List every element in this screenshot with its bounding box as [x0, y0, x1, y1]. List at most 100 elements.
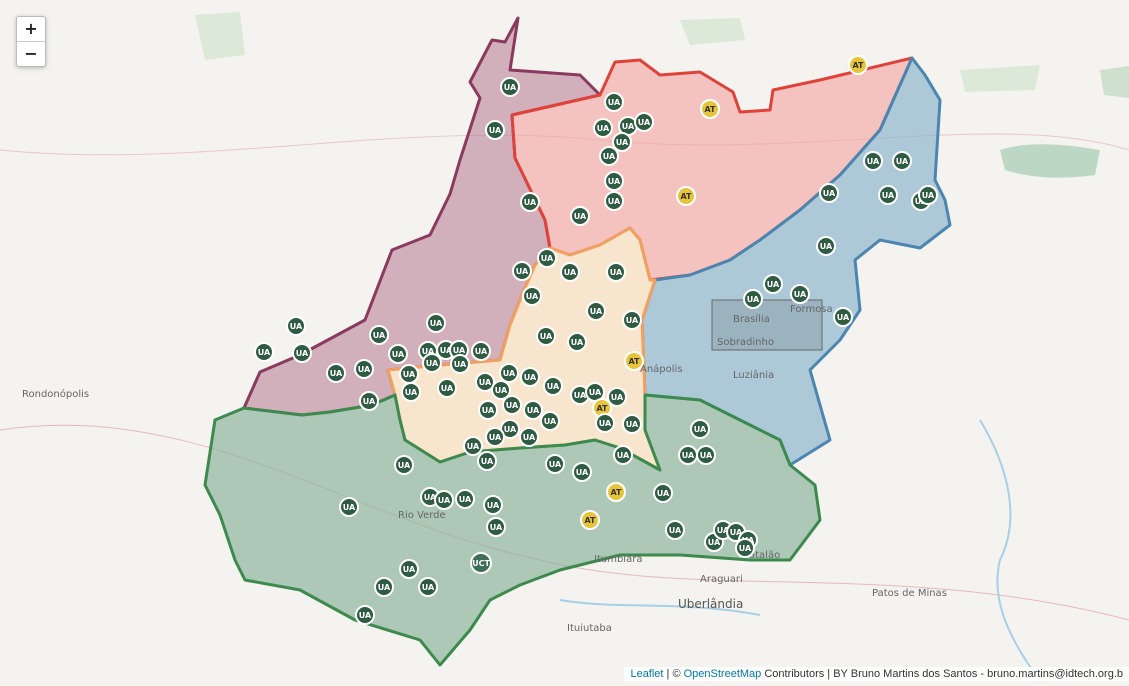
ua-marker[interactable]: UA — [735, 538, 755, 558]
zoom-in-button[interactable]: + — [24, 19, 38, 38]
ua-marker[interactable]: UA — [593, 118, 613, 138]
ua-marker[interactable]: UA — [665, 520, 685, 540]
ua-marker[interactable]: UA — [486, 517, 506, 537]
ua-marker[interactable]: UA — [863, 151, 883, 171]
ua-marker[interactable]: UA — [254, 342, 274, 362]
ua-marker[interactable]: UA — [450, 354, 470, 374]
ua-marker[interactable]: UA — [483, 495, 503, 515]
ua-marker[interactable]: UA — [560, 262, 580, 282]
ua-marker[interactable]: UA — [426, 313, 446, 333]
ua-marker[interactable]: UA — [520, 367, 540, 387]
ua-marker[interactable]: UA — [463, 436, 483, 456]
ua-marker[interactable]: UA — [292, 343, 312, 363]
ua-marker[interactable]: UA — [374, 577, 394, 597]
ua-marker[interactable]: UA — [500, 77, 520, 97]
ua-marker[interactable]: UA — [537, 248, 557, 268]
marker-label: UA — [540, 332, 553, 341]
ua-marker[interactable]: UA — [394, 455, 414, 475]
ua-marker[interactable]: UA — [604, 171, 624, 191]
ua-marker[interactable]: UA — [622, 414, 642, 434]
ua-marker[interactable]: UA — [485, 120, 505, 140]
ua-marker[interactable]: UA — [543, 376, 563, 396]
osm-link[interactable]: OpenStreetMap — [683, 668, 762, 680]
ua-marker[interactable]: UA — [536, 326, 556, 346]
leaflet-link[interactable]: Leaflet — [630, 668, 664, 680]
ua-marker[interactable]: UA — [653, 483, 673, 503]
at-marker[interactable]: AT — [580, 510, 600, 530]
ua-marker[interactable]: UA — [572, 462, 592, 482]
marker-label: UA — [611, 393, 624, 402]
ua-marker[interactable]: UA — [678, 445, 698, 465]
uct-marker[interactable]: UCT — [470, 552, 492, 574]
ua-marker[interactable]: UA — [477, 451, 497, 471]
ua-marker[interactable]: UA — [816, 236, 836, 256]
ua-marker[interactable]: UA — [612, 132, 632, 152]
ua-marker[interactable]: UA — [434, 490, 454, 510]
ua-marker[interactable]: UA — [595, 413, 615, 433]
ua-marker[interactable]: UA — [763, 274, 783, 294]
ua-marker[interactable]: UA — [491, 380, 511, 400]
zoom-out-button[interactable]: − — [17, 41, 45, 66]
ua-marker[interactable]: UA — [326, 363, 346, 383]
ua-marker[interactable]: UA — [512, 261, 532, 281]
marker-label: UA — [504, 83, 517, 92]
ua-marker[interactable]: UA — [485, 427, 505, 447]
ua-marker[interactable]: UA — [918, 185, 938, 205]
at-marker[interactable]: AT — [676, 186, 696, 206]
ua-marker[interactable]: UA — [585, 382, 605, 402]
ua-marker[interactable]: UA — [499, 363, 519, 383]
ua-marker[interactable]: UA — [455, 489, 475, 509]
region-south[interactable] — [203, 393, 822, 667]
ua-marker[interactable]: UA — [401, 382, 421, 402]
ua-marker[interactable]: UA — [819, 183, 839, 203]
ua-marker[interactable]: UA — [613, 445, 633, 465]
ua-marker[interactable]: UA — [339, 497, 359, 517]
ua-marker[interactable]: UA — [422, 353, 442, 373]
ua-marker[interactable]: UA — [833, 307, 853, 327]
ua-marker[interactable]: UA — [519, 427, 539, 447]
ua-marker[interactable]: UA — [604, 191, 624, 211]
ua-marker[interactable]: UA — [540, 411, 560, 431]
ua-marker[interactable]: UA — [607, 387, 627, 407]
ua-marker[interactable]: UA — [418, 577, 438, 597]
at-marker[interactable]: AT — [848, 55, 868, 75]
ua-marker[interactable]: UA — [399, 559, 419, 579]
ua-marker[interactable]: UA — [696, 445, 716, 465]
ua-marker[interactable]: UA — [743, 289, 763, 309]
ua-marker[interactable]: UA — [478, 400, 498, 420]
ua-marker[interactable]: UA — [475, 372, 495, 392]
ua-marker[interactable]: UA — [892, 151, 912, 171]
at-marker[interactable]: AT — [606, 482, 626, 502]
ua-marker[interactable]: UA — [388, 344, 408, 364]
ua-marker[interactable]: UA — [523, 400, 543, 420]
ua-marker[interactable]: UA — [567, 332, 587, 352]
marker-circle — [690, 419, 710, 439]
ua-marker[interactable]: UA — [369, 325, 389, 345]
ua-marker[interactable]: UA — [522, 286, 542, 306]
ua-marker[interactable]: UA — [690, 419, 710, 439]
ua-marker[interactable]: UA — [399, 364, 419, 384]
ua-marker[interactable]: UA — [606, 262, 626, 282]
ua-marker[interactable]: UA — [502, 395, 522, 415]
ua-marker[interactable]: UA — [599, 146, 619, 166]
ua-marker[interactable]: UA — [622, 310, 642, 330]
ua-marker[interactable]: UA — [355, 605, 375, 625]
ua-marker[interactable]: UA — [359, 391, 379, 411]
marker-label: UA — [730, 528, 743, 537]
ua-marker[interactable]: UA — [471, 341, 491, 361]
ua-marker[interactable]: UA — [586, 301, 606, 321]
ua-marker[interactable]: UA — [570, 206, 590, 226]
ua-marker[interactable]: UA — [545, 454, 565, 474]
ua-marker[interactable]: UA — [604, 92, 624, 112]
ua-marker[interactable]: UA — [520, 192, 540, 212]
at-marker[interactable]: AT — [624, 351, 644, 371]
ua-marker[interactable]: UA — [634, 112, 654, 132]
at-marker[interactable]: AT — [700, 99, 720, 119]
ua-marker[interactable]: UA — [878, 185, 898, 205]
ua-marker[interactable]: UA — [790, 284, 810, 304]
ua-marker[interactable]: UA — [354, 359, 374, 379]
marker-circle — [401, 382, 421, 402]
ua-marker[interactable]: UA — [437, 378, 457, 398]
ua-marker[interactable]: UA — [286, 316, 306, 336]
